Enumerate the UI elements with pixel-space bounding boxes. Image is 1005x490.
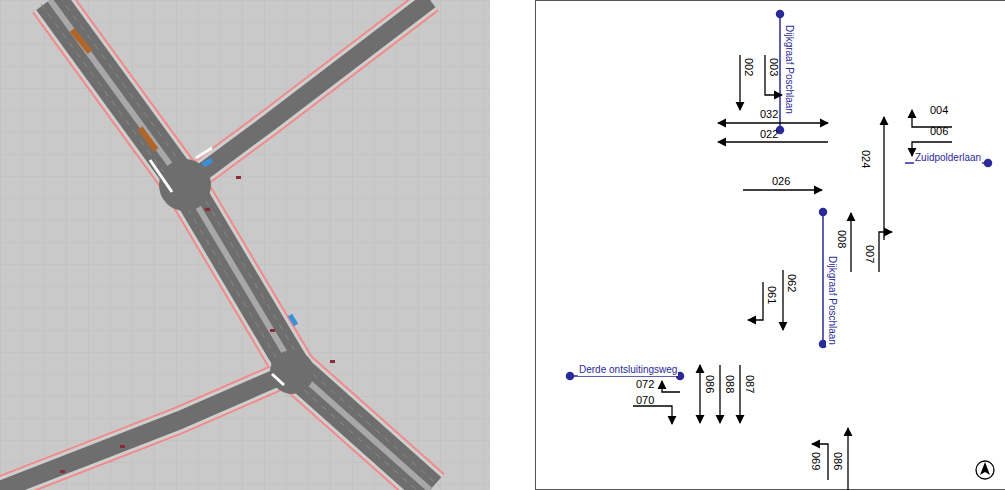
signal-group-number: 088 [724,375,736,393]
street-name: Dijkgraaf Poschlaan [783,24,795,115]
diagram-frame [536,1,1005,490]
signal-group-number: 069 [810,452,822,470]
signal-group-number: 086 [832,452,844,470]
signal-group-number: 032 [760,108,778,120]
signal-group-number: 026 [772,175,790,187]
signal-group-number: 062 [786,274,798,292]
map-ground [0,0,490,490]
signal-group-number: 008 [836,230,848,248]
street-name: Derde ontsluitingsweg [578,364,678,376]
signal-group-number: 072 [636,378,654,390]
signal-group-number: 003 [768,58,780,76]
signal-group-number: 004 [930,104,948,116]
signal-group-number: 070 [636,394,654,406]
street-name: Dijkgraaf Poschlaan [826,255,838,346]
signal-group-number: 022 [760,128,778,140]
street-lines [567,11,992,380]
signal-group-number: 061 [766,286,778,304]
signal-arrows [633,55,952,490]
road-network [0,0,439,490]
street-name: Zuidpolderlaan [914,152,982,164]
map-grid [0,0,490,490]
signal-group-number: 086 [704,375,716,393]
north-arrow [976,461,994,479]
signal-group-number: 087 [744,375,756,393]
signal-group-number: 002 [743,58,755,76]
signal-group-number: 006 [930,125,948,137]
signal-group-number: 024 [860,150,872,168]
signal-group-number: 007 [864,245,876,263]
